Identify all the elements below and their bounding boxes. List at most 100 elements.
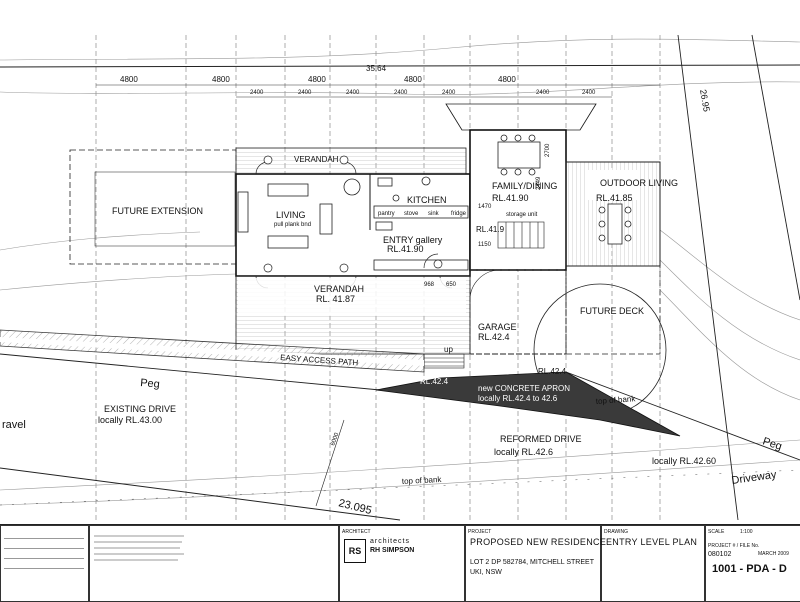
window-markers — [263, 155, 443, 273]
project-address-1: LOT 2 DP 582784, MITCHELL STREET — [470, 559, 594, 566]
boundary-bearing-top: 35.64 — [366, 64, 387, 73]
room-garage: GARAGE — [478, 322, 517, 332]
boundary-line-top — [0, 64, 800, 68]
roof-hip-right — [579, 103, 597, 131]
dim-6000: 6000 — [330, 431, 340, 446]
dim-4800-label: 4800 — [212, 75, 230, 84]
room-outdoor-rl: RL.41.85 — [596, 193, 633, 203]
future-deck-outline — [565, 265, 661, 355]
drawing-date: MARCH 2009 — [758, 551, 789, 557]
dimension-labels-4800: 4800 4800 4800 4800 4800 — [120, 75, 516, 84]
revision-notes — [4, 529, 84, 569]
dim-2700: 2700 — [545, 143, 551, 157]
scale-label: SCALE — [708, 529, 725, 535]
architect-panel — [338, 525, 466, 602]
dim-2400-label: 2400 — [346, 90, 360, 96]
dim-1470: 1470 — [478, 204, 492, 210]
kitchen-fridge: fridge — [451, 211, 467, 217]
dim-2449: 2449 — [536, 176, 542, 190]
family-dining-walls — [469, 129, 567, 271]
verandah-bottom-inner — [238, 278, 466, 316]
room-family-dining: FAMILY/DINING — [492, 181, 557, 191]
dim-2400-label: 2400 — [442, 90, 456, 96]
apron-label-2: locally RL.42.4 to 42.6 — [478, 394, 558, 403]
rl-42-4-right: RL.42.4 — [538, 367, 567, 376]
contour-lines — [0, 38, 800, 506]
room-verandah-bottom-rl: RL. 41.87 — [316, 294, 355, 304]
room-kitchen: KITCHEN — [407, 195, 447, 205]
room-outdoor-living: OUTDOOR LIVING — [600, 178, 678, 188]
peg-label-right: Peg — [761, 435, 783, 452]
entry-up: up — [444, 345, 453, 354]
room-verandah-top: VERANDAH — [294, 155, 339, 164]
drawing-title: ENTRY LEVEL PLAN — [606, 537, 698, 547]
road-boundary — [677, 34, 800, 521]
firm-name-line1: architects — [370, 538, 410, 545]
outdoor-label-bg — [586, 170, 640, 200]
room-entry: ENTRY gallery — [383, 235, 443, 245]
architect-label: ARCHITECT — [342, 529, 371, 535]
top-of-bank-label-2: top of bank — [596, 394, 637, 406]
reformed-drive-rl: locally RL.42.6 — [494, 447, 553, 457]
concrete-apron — [375, 371, 681, 437]
project-label: PROJECT — [468, 529, 492, 535]
project-title: PROPOSED NEW RESIDENCE — [470, 537, 607, 547]
driveway-label: Driveway — [731, 469, 778, 487]
rl-41-9: RL.41.9 — [476, 225, 505, 234]
drawing-number: 1001 - PDA - D — [712, 563, 787, 575]
room-future-deck: FUTURE DECK — [580, 306, 644, 316]
garage-door-swing — [469, 269, 501, 301]
house-walls — [235, 173, 471, 277]
existing-drive-rl: locally RL.43.00 — [98, 415, 162, 425]
storage-unit: storage unit — [506, 212, 538, 218]
drawing-label: DRAWING — [604, 529, 628, 535]
dim-4800-label: 4800 — [404, 75, 422, 84]
dim-1150: 1150 — [478, 242, 492, 248]
dim-4800-label: 4800 — [308, 75, 326, 84]
living-furniture — [237, 178, 361, 249]
outdoor-table — [598, 203, 632, 245]
room-family-rl: RL.41.90 — [492, 193, 529, 203]
apron-label-1: new CONCRETE APRON — [478, 384, 570, 393]
entry-steps — [423, 353, 465, 369]
project-number: 080102 — [708, 551, 732, 558]
dim-2400-label: 2400 — [298, 90, 312, 96]
bank-arrows — [0, 469, 800, 506]
stair — [497, 221, 545, 249]
top-of-bank-label: top of bank — [402, 475, 443, 486]
dim-4800-label: 4800 — [498, 75, 516, 84]
room-entry-rl: RL.41.90 — [387, 244, 424, 254]
dim-6000-line — [315, 419, 345, 507]
dim-2400-label: 2400 — [394, 90, 408, 96]
kitchen-pantry: pantry — [378, 211, 395, 217]
firm-name-line2: RH SIMPSON — [370, 547, 415, 554]
gravel-label: ravel — [2, 419, 26, 431]
dim-968: 968 — [424, 282, 435, 288]
peg-label-left: Peg — [140, 377, 161, 391]
scale-value: 1:100 — [740, 529, 753, 535]
room-living-sub: pull plank bnd — [274, 222, 311, 228]
room-garage-rl: RL.42.4 — [478, 332, 510, 342]
road-bearing: 26.95 — [698, 89, 712, 113]
project-number-label: PROJECT # / FILE No. — [708, 543, 760, 549]
architect-logo-icon: RS — [344, 539, 366, 563]
existing-drive-label: EXISTING DRIVE — [104, 404, 176, 414]
room-verandah-bottom: VERANDAH — [314, 284, 364, 294]
kitchen-benches — [373, 176, 469, 271]
dining-table — [497, 134, 541, 176]
apron-rl: RL.42.4 — [420, 377, 449, 386]
locally-right-rl: locally RL.42.60 — [652, 456, 716, 466]
project-address-2: UKI, NSW — [470, 569, 502, 576]
dim-2400-label: 2400 — [536, 90, 550, 96]
title-block: ARCHITECT RS architects RH SIMPSON PROJE… — [0, 524, 800, 602]
general-notes-lines — [94, 531, 332, 591]
future-extension-outline — [69, 149, 237, 265]
future-extension-inner — [94, 171, 236, 247]
room-living: LIVING — [276, 210, 306, 220]
dim-4800-label: 4800 — [120, 75, 138, 84]
reformed-drive-label: REFORMED DRIVE — [500, 434, 582, 444]
peg-line-left — [0, 353, 381, 391]
kitchen-stove: stove — [404, 211, 419, 217]
